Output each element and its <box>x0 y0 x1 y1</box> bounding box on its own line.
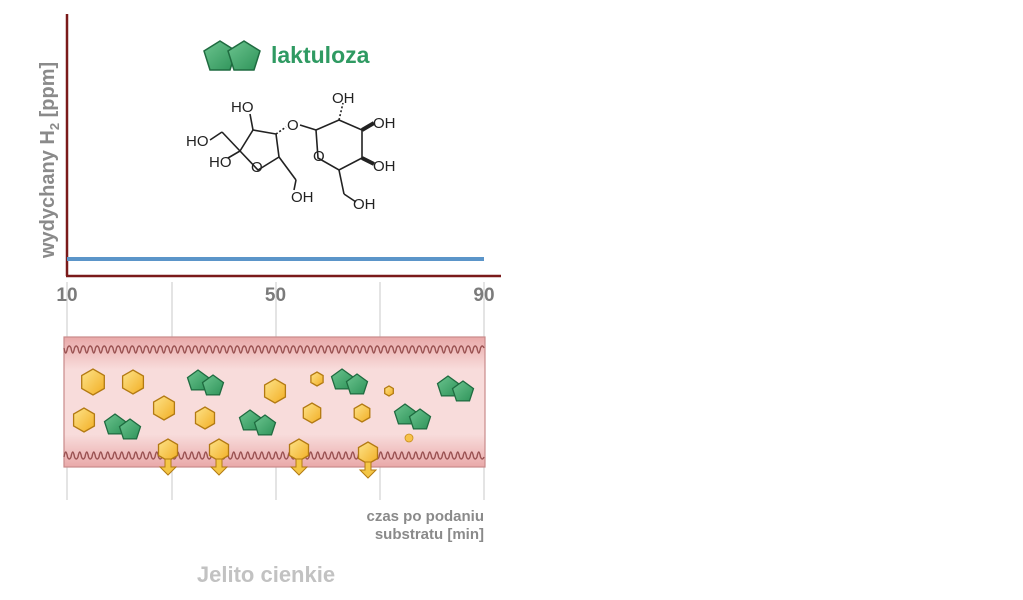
section-title: Jelito cienkie <box>197 562 335 587</box>
lactulose-pentagon-icon <box>227 40 261 71</box>
absorbed-glucose-hexagon-icon <box>288 438 310 462</box>
atom-label: OH <box>373 158 396 175</box>
atom-label: O <box>251 159 263 176</box>
legend: laktuloza <box>203 40 370 71</box>
absorbed-glucose-hexagon-icon <box>157 438 179 462</box>
atom-label: OH <box>353 196 376 213</box>
lactulose-pentagon-icon <box>118 418 142 440</box>
absorption-arrow-icon <box>358 461 378 479</box>
villi-top <box>63 345 485 354</box>
x-axis-caption-line-2: substratu [min] <box>375 526 484 543</box>
absorption-arrow-icon <box>209 458 229 476</box>
fragment-dot <box>404 433 414 443</box>
legend-label: laktuloza <box>271 42 370 68</box>
y-axis-label: wydychany H2 [ppm] <box>37 62 62 259</box>
fructose-ring <box>239 129 280 172</box>
lactulose-pentagon-icon <box>408 408 432 430</box>
atom-label: HO <box>231 99 254 116</box>
lactulose-pentagon-icon <box>451 380 475 402</box>
atom-label: O <box>313 148 325 165</box>
atom-label: O <box>287 117 299 134</box>
atom-label: OH <box>291 189 314 206</box>
y-axis-label-subscript: 2 <box>47 123 62 130</box>
atom-label: HO <box>186 133 209 150</box>
absorption-arrow-icon <box>289 458 309 476</box>
absorbed-glucose-hexagon-icon <box>357 441 379 465</box>
glucose-hexagon-icon <box>81 368 105 396</box>
glucose-hexagon-icon <box>72 407 96 433</box>
y-axis-label-unit: [ppm] <box>37 62 59 123</box>
lactulose-atom-labels: HO HO HO O O OH OH OH OH O OH OH <box>186 90 396 213</box>
glucose-hexagon-icon <box>194 406 216 430</box>
glucose-hexagon-icon <box>353 403 371 423</box>
x-axis-caption-line-1: czas po podaniu <box>366 508 484 525</box>
particle-layer <box>72 368 475 479</box>
y-axis-label-main: wydychany H <box>37 130 59 259</box>
atom-label: OH <box>332 90 355 107</box>
atom-label: OH <box>373 115 396 132</box>
atom-label: HO <box>209 154 232 171</box>
glucose-small-hexagon-icon <box>310 371 324 387</box>
x-axis-caption: czas po podaniu substratu [min] <box>366 508 484 543</box>
glucose-small-hexagon-icon <box>384 385 394 397</box>
glucose-hexagon-icon <box>263 378 287 404</box>
absorbed-glucose-hexagon-icon <box>208 438 230 462</box>
glucose-hexagon-icon <box>152 395 176 421</box>
lactulose-pentagon-icon <box>345 373 369 395</box>
lactulose-pentagon-icon <box>201 374 225 396</box>
lactulose-structure <box>209 102 376 203</box>
glucose-hexagon-icon <box>121 369 145 395</box>
villi-bottom <box>63 451 485 460</box>
glucose-hexagon-icon <box>302 402 322 424</box>
lactulose-pentagon-icon <box>253 414 277 436</box>
absorption-arrow-icon <box>158 458 178 476</box>
chart-axes <box>65 14 501 278</box>
